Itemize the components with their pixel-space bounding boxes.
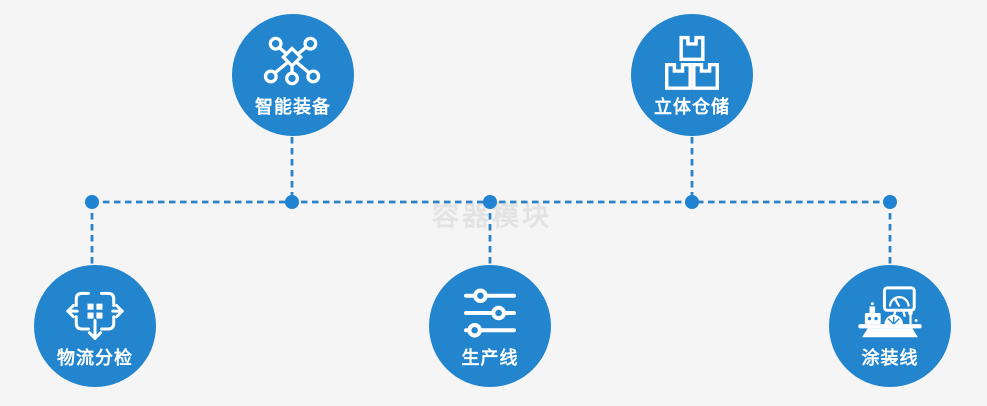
move-sort-grid-icon bbox=[65, 285, 125, 341]
machine-console-icon bbox=[856, 285, 924, 341]
sliders-icon bbox=[463, 285, 517, 341]
node-label: 涂装线 bbox=[861, 348, 919, 368]
node-label: 生产线 bbox=[461, 348, 519, 368]
junction-dot bbox=[285, 195, 299, 209]
junction-dot bbox=[883, 195, 897, 209]
network-nodes-icon bbox=[262, 34, 324, 90]
junction-dot bbox=[85, 195, 99, 209]
junction-dot bbox=[685, 195, 699, 209]
node-painting-line: 涂装线 bbox=[829, 265, 951, 387]
node-stereo-warehouse: 立体仓储 bbox=[631, 14, 753, 136]
node-label: 物流分检 bbox=[57, 348, 133, 368]
node-production-line: 生产线 bbox=[429, 265, 551, 387]
junction-dot bbox=[483, 195, 497, 209]
node-logistics-sorting: 物流分检 bbox=[34, 265, 156, 387]
node-label: 智能装备 bbox=[255, 97, 331, 117]
node-smart-equipment: 智能装备 bbox=[232, 14, 354, 136]
stacked-boxes-icon bbox=[663, 34, 721, 90]
node-label: 立体仓储 bbox=[654, 97, 730, 117]
